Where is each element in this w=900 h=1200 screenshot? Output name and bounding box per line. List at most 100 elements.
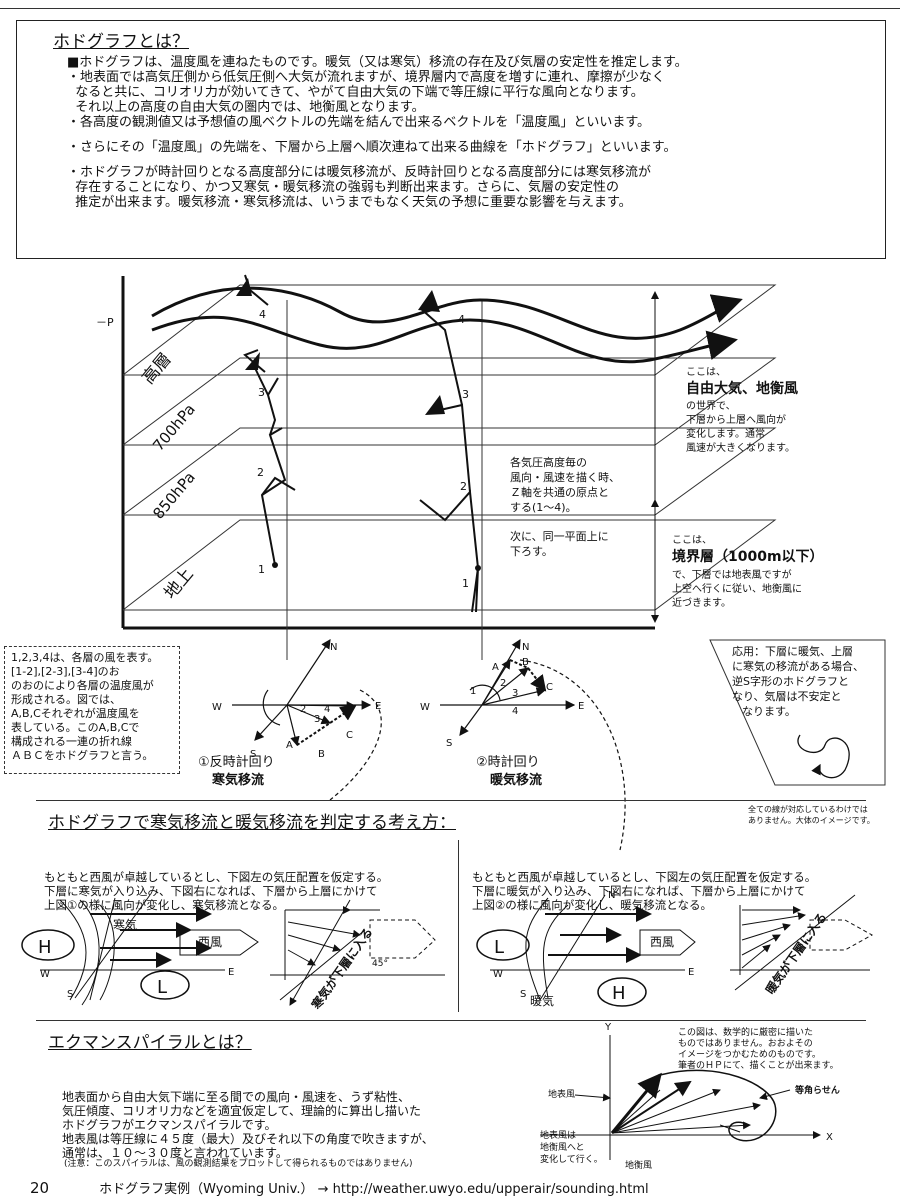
explain-line: [1-2],[2-3],[3-4]のお	[11, 665, 120, 678]
num-4: 4	[259, 308, 266, 321]
svg-text:E: E	[578, 701, 584, 712]
svg-text:H: H	[38, 937, 52, 958]
svg-text:S: S	[67, 989, 73, 1000]
svg-text:W: W	[420, 702, 430, 713]
svg-text:風向・風速を描く時、: 風向・風速を描く時、	[510, 470, 620, 484]
case2-num: ②時計回り	[476, 754, 540, 770]
explain-line: 1,2,3,4は、各層の風を表す。	[11, 651, 159, 664]
svg-text:2: 2	[300, 704, 306, 715]
num-2-right: 2	[460, 480, 467, 493]
map1-labels: H L 寒気 西風 W E S	[38, 917, 234, 1000]
note-free-atm: ここは、 自由大気、地衡風 の世界で、 下層から上層へ風向が 変化します。通常 …	[686, 366, 798, 454]
svg-text:地衡風へと: 地衡風へと	[540, 1141, 585, 1153]
svg-text:3: 3	[314, 714, 320, 725]
footer-link[interactable]: ホドグラフ実例（Wyoming Univ.） → http://weather.…	[99, 1182, 649, 1197]
explain-line: 構成される一連の折れ線	[11, 735, 132, 748]
explain-line: 形成される。図では、	[11, 693, 121, 706]
footer: 20 ホドグラフ実例（Wyoming Univ.） → http://weathe…	[30, 1178, 649, 1197]
svg-text:E: E	[688, 967, 694, 978]
num-3: 3	[258, 386, 265, 399]
num-4-right: 4	[458, 313, 465, 326]
num-1-right: 1	[462, 577, 469, 590]
svg-text:S: S	[250, 749, 256, 760]
explain-line: のおのにより各層の温度風が	[11, 679, 154, 692]
svg-text:Ｚ軸を共通の原点と: Ｚ軸を共通の原点と	[510, 485, 609, 499]
svg-text:自由大気、地衡風: 自由大気、地衡風	[686, 380, 798, 397]
intro-line: ■ホドグラフは、温度風を連ねたものです。暖気（又は寒気）移流の存在及び気層の安定…	[67, 55, 688, 70]
svg-text:W: W	[40, 969, 50, 980]
layer-planes	[122, 284, 777, 611]
case1-label: 寒気移流	[211, 772, 264, 788]
svg-text:W: W	[493, 969, 503, 980]
num-2: 2	[257, 466, 264, 479]
note-project: 次に、同一平面上に 下ろす。	[510, 529, 609, 558]
svg-text:ものではありません。おおよその: ものではありません。おおよその	[678, 1038, 813, 1049]
svg-text:B: B	[522, 657, 529, 668]
section2-left-text: もともと西風が卓越しているとし、下図左の気圧配置を仮定する。下層に寒気が入り込み…	[44, 870, 389, 912]
explain-line: A,B,Cそれぞれが温度風を	[11, 707, 140, 720]
case1-num: ①反時計回り	[198, 754, 275, 770]
section3-title: エクマンスパイラルとは？	[48, 1033, 252, 1053]
intro-line: 存在することになり、かつ又寒気・暖気移流の強弱も判断出来ます。さらに、気層の安定…	[67, 180, 620, 195]
svg-text:逆S字形のホドグラフと: 逆S字形のホドグラフと	[732, 674, 849, 688]
svg-text:イメージをつかむためのものです。: イメージをつかむためのものです。	[678, 1049, 821, 1060]
svg-text:に寒気の移流がある場合、: に寒気の移流がある場合、	[732, 659, 864, 673]
svg-text:A: A	[286, 740, 293, 751]
svg-text:C: C	[546, 682, 553, 693]
svg-text:次に、同一平面上に: 次に、同一平面上に	[510, 529, 609, 543]
svg-text:E: E	[375, 701, 381, 712]
svg-text:暖気: 暖気	[530, 993, 554, 1008]
case2-label: 暖気移流	[490, 772, 542, 788]
svg-text:N: N	[522, 642, 529, 653]
svg-text:ここは、: ここは、	[686, 366, 726, 378]
page-number: 20	[30, 1179, 50, 1197]
svg-text:全ての線が対応しているわけでは: 全ての線が対応しているわけでは	[748, 804, 868, 814]
intro-line: それ以上の高度の自由大気の圏内では、地衡風となります。	[67, 100, 425, 115]
svg-text:1: 1	[470, 686, 476, 697]
intro-line: ・各高度の観測値又は予想値の風ベクトルの先端を結んで出来るベクトルを「温度風」と…	[67, 115, 651, 130]
svg-text:西風: 西風	[650, 935, 674, 949]
intro-line: ・地表面では高気圧側から低気圧側へ大気が流れますが、境界層内で高度を増すに連れ、…	[67, 70, 665, 85]
svg-text:地表風は: 地表風は	[540, 1129, 576, 1141]
explain-line: ＡＢＣをホドグラフと言う。	[11, 749, 154, 762]
hodograph-2	[440, 638, 626, 851]
svg-text:筆者のＨＰにて、描くことが出来ます。: 筆者のＨＰにて、描くことが出来ます。	[678, 1059, 839, 1071]
svg-text:寒気: 寒気	[113, 917, 137, 932]
svg-text:境界層（1000m以下）: 境界層（1000m以下）	[672, 548, 824, 565]
explanation-box: 1,2,3,4は、各層の風を表す。 [1-2],[2-3],[3-4]のお のお…	[4, 646, 180, 774]
intro-line: 推定が出来ます。暖気移流・寒気移流は、いうまでもなく天気の予想に重要な影響を与え…	[67, 195, 632, 210]
top-rule	[0, 8, 900, 9]
svg-text:4: 4	[324, 704, 330, 715]
intro-box: ホドグラフとは？ ■ホドグラフは、温度風を連ねたものです。暖気（又は寒気）移流の…	[16, 20, 886, 259]
intro-line: ・ホドグラフが時計回りとなる高度部分には暖気移流が、反時計回りとなる高度部分には…	[67, 165, 651, 180]
svg-text:45°: 45°	[372, 959, 388, 969]
num-1: 1	[258, 563, 265, 576]
svg-text:この図は、数学的に厳密に描いた: この図は、数学的に厳密に描いた	[678, 1026, 813, 1038]
hodo2-labels: N E W S A B C 1 2 3 4	[420, 642, 584, 749]
svg-text:地衡風: 地衡風	[625, 1159, 652, 1171]
intro-line: ・さらにその「温度風」の先端を、下層から上層へ順次連ねて出来る曲線を「ホドグラフ…	[67, 140, 677, 155]
num-3-right: 3	[462, 388, 469, 401]
apply-text: 応用：下層に暖気、上層 に寒気の移流がある場合、 逆S字形のホドグラフと なり、…	[732, 644, 864, 718]
svg-text:4: 4	[512, 706, 518, 717]
svg-text:で、下層では地表風ですが: で、下層では地表風ですが	[672, 568, 792, 581]
svg-text:E: E	[228, 967, 234, 978]
svg-text:C: C	[346, 730, 353, 741]
section3-note: (注意：このスパイラルは、風の観測結果をプロットして得られるものではありません)	[64, 1159, 413, 1169]
small-note: 全ての線が対応しているわけでは ありません。大体のイメージです。	[748, 804, 875, 825]
intro-text: ■ホドグラフは、温度風を連ねたものです。暖気（又は寒気）移流の存在及び気層の安定…	[67, 55, 883, 210]
svg-text:風速が大きくなります。: 風速が大きくなります。	[686, 441, 795, 454]
svg-text:ここは、: ここは、	[672, 534, 712, 546]
svg-text:S: S	[520, 989, 526, 1000]
svg-text:3: 3	[512, 688, 518, 699]
svg-text:変化して行く。: 変化して行く。	[540, 1153, 603, 1165]
svg-text:S: S	[446, 738, 452, 749]
apply-box	[709, 639, 886, 786]
svg-text:X: X	[826, 1132, 833, 1143]
section2-title: ホドグラフで寒気移流と暖気移流を判定する考え方：	[48, 813, 456, 833]
svg-text:地表風: 地表風	[548, 1088, 575, 1100]
svg-text:上空へ行くに従い、地衡風に: 上空へ行くに従い、地衡風に	[672, 582, 802, 595]
note-boundary: ここは、 境界層（1000m以下） で、下層では地表風ですが 上空へ行くに従い、…	[672, 534, 824, 609]
